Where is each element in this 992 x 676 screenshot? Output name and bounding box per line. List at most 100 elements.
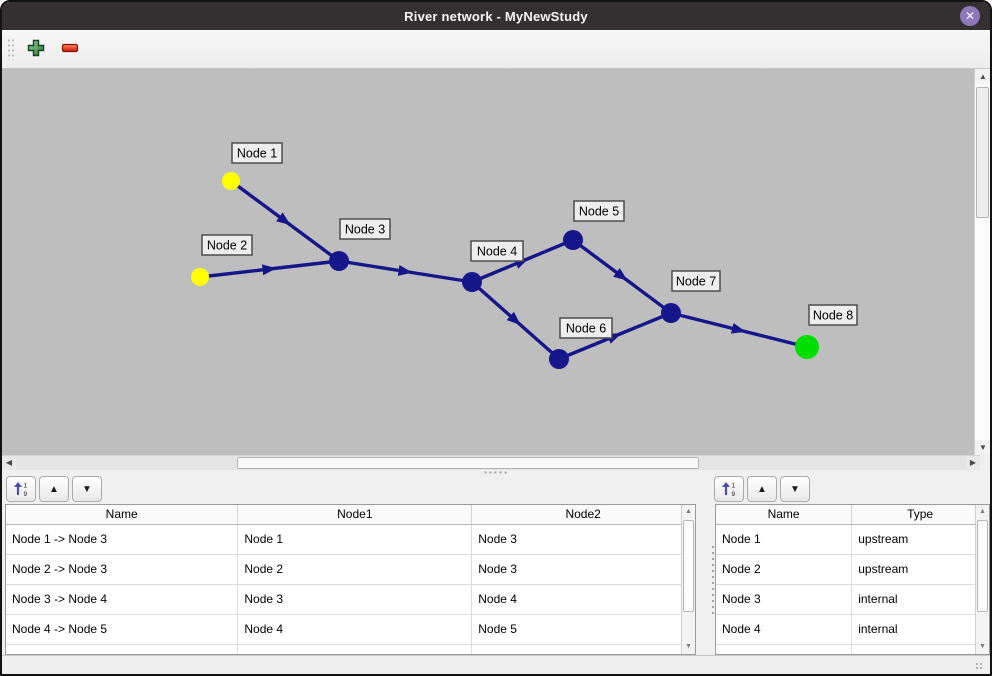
graph-node[interactable] bbox=[222, 172, 240, 190]
table-cell[interactable] bbox=[237, 644, 473, 654]
column-header[interactable]: Node1 bbox=[237, 505, 473, 525]
graph-node[interactable] bbox=[462, 272, 482, 292]
graph-node[interactable] bbox=[563, 230, 583, 250]
close-button[interactable]: ✕ bbox=[960, 6, 980, 26]
graph-node[interactable] bbox=[549, 349, 569, 369]
table-row[interactable] bbox=[6, 644, 695, 654]
table-row[interactable] bbox=[716, 644, 989, 654]
table-cell[interactable]: upstream bbox=[851, 554, 989, 585]
scroll-up-icon[interactable]: ▲ bbox=[976, 505, 989, 519]
graph-edge[interactable] bbox=[571, 238, 673, 315]
table-cell[interactable]: Node 4 -> Node 5 bbox=[6, 614, 239, 645]
table-cell[interactable]: Node 4 bbox=[471, 584, 695, 615]
column-header[interactable]: Name bbox=[716, 505, 853, 525]
river-network-canvas[interactable]: Node 1 Node 2 Node 3 Node 4 Node 5 Node 6 Node… bbox=[2, 69, 974, 455]
column-header[interactable]: Node2 bbox=[471, 505, 695, 525]
table-cell[interactable]: Node 3 -> Node 4 bbox=[6, 584, 239, 615]
graph-node-label[interactable]: Node 6 bbox=[559, 317, 613, 339]
titlebar[interactable]: River network - MyNewStudy ✕ bbox=[2, 2, 990, 30]
table-cell[interactable]: Node 1 -> Node 3 bbox=[6, 524, 239, 555]
graph-edge[interactable] bbox=[338, 259, 473, 284]
move-down-button[interactable]: ▼ bbox=[780, 476, 810, 502]
graph-node[interactable] bbox=[191, 268, 209, 286]
river-network-graph[interactable]: Node 1 Node 2 Node 3 Node 4 Node 5 Node 6 Node… bbox=[2, 69, 974, 455]
remove-node-button[interactable] bbox=[57, 36, 83, 62]
graph-node[interactable] bbox=[795, 335, 819, 359]
sort-edges-button[interactable]: 1 9 bbox=[6, 476, 36, 502]
table-cell[interactable] bbox=[851, 644, 989, 654]
table-cell[interactable] bbox=[6, 644, 239, 654]
table-cell[interactable]: Node 5 bbox=[471, 614, 695, 645]
graph-node[interactable] bbox=[661, 303, 681, 323]
graph-node[interactable] bbox=[329, 251, 349, 271]
table-cell[interactable]: internal bbox=[851, 584, 989, 615]
table-cell[interactable] bbox=[471, 644, 695, 654]
add-node-button[interactable] bbox=[23, 36, 49, 62]
table-cell[interactable] bbox=[716, 644, 853, 654]
graph-node-label[interactable]: Node 4 bbox=[470, 240, 524, 262]
table-scroll-thumb[interactable] bbox=[683, 520, 694, 612]
table-cell[interactable]: Node 3 bbox=[471, 524, 695, 555]
nodes-table-scrollbar[interactable]: ▲ ▼ bbox=[975, 505, 989, 654]
vertical-splitter[interactable] bbox=[711, 544, 715, 614]
scroll-down-icon[interactable]: ▼ bbox=[976, 640, 989, 654]
column-header[interactable]: Name bbox=[6, 505, 239, 525]
vertical-scroll-thumb[interactable] bbox=[976, 87, 989, 218]
column-header[interactable]: Type bbox=[851, 505, 989, 525]
canvas-horizontal-scrollbar[interactable]: ◀ ▶ bbox=[2, 455, 980, 470]
graph-edge[interactable] bbox=[558, 311, 672, 361]
graph-edge[interactable] bbox=[229, 179, 341, 263]
edges-table-scrollbar[interactable]: ▲ ▼ bbox=[681, 505, 695, 654]
scroll-down-icon[interactable]: ▼ bbox=[975, 440, 990, 455]
graph-edge[interactable] bbox=[199, 259, 340, 279]
table-cell[interactable]: Node 1 bbox=[716, 524, 853, 555]
scroll-right-icon[interactable]: ▶ bbox=[966, 456, 980, 470]
table-cell[interactable]: upstream bbox=[851, 524, 989, 555]
graph-node-label[interactable]: Node 3 bbox=[339, 218, 391, 240]
graph-edge[interactable] bbox=[470, 280, 561, 361]
table-cell[interactable]: Node 3 bbox=[237, 584, 473, 615]
table-cell[interactable]: Node 3 bbox=[471, 554, 695, 585]
table-scroll-thumb[interactable] bbox=[977, 520, 988, 612]
graph-edge[interactable] bbox=[670, 311, 808, 349]
move-down-button[interactable]: ▼ bbox=[72, 476, 102, 502]
table-cell[interactable]: Node 4 bbox=[237, 614, 473, 645]
table-cell[interactable]: Node 4 bbox=[716, 614, 853, 645]
graph-node-label[interactable]: Node 5 bbox=[573, 200, 625, 222]
resize-grip-icon[interactable] bbox=[975, 662, 984, 671]
table-cell[interactable]: Node 3 bbox=[716, 584, 853, 615]
graph-node-label[interactable]: Node 8 bbox=[808, 304, 858, 326]
horizontal-splitter[interactable] bbox=[2, 470, 990, 475]
scroll-up-icon[interactable]: ▲ bbox=[682, 505, 695, 519]
table-cell[interactable]: Node 2 bbox=[237, 554, 473, 585]
move-up-button[interactable]: ▲ bbox=[747, 476, 777, 502]
sort-nodes-button[interactable]: 1 9 bbox=[714, 476, 744, 502]
canvas-vertical-scrollbar[interactable]: ▲ ▼ bbox=[974, 69, 990, 455]
svg-text:Node 4: Node 4 bbox=[477, 245, 517, 259]
table-cell[interactable]: internal bbox=[851, 614, 989, 645]
move-up-button[interactable]: ▲ bbox=[39, 476, 69, 502]
toolbar-drag-handle[interactable] bbox=[7, 38, 15, 60]
table-cell[interactable]: Node 2 -> Node 3 bbox=[6, 554, 239, 585]
scroll-up-icon[interactable]: ▲ bbox=[975, 69, 990, 84]
horizontal-scroll-thumb[interactable] bbox=[237, 457, 699, 469]
scroll-down-icon[interactable]: ▼ bbox=[682, 640, 695, 654]
graph-node-label[interactable]: Node 7 bbox=[671, 270, 721, 292]
graph-node-label[interactable]: Node 2 bbox=[201, 234, 253, 256]
graph-node-label[interactable]: Node 1 bbox=[231, 142, 283, 164]
scroll-left-icon[interactable]: ◀ bbox=[2, 456, 16, 470]
table-cell[interactable]: Node 2 bbox=[716, 554, 853, 585]
table-cell[interactable]: Node 1 bbox=[237, 524, 473, 555]
